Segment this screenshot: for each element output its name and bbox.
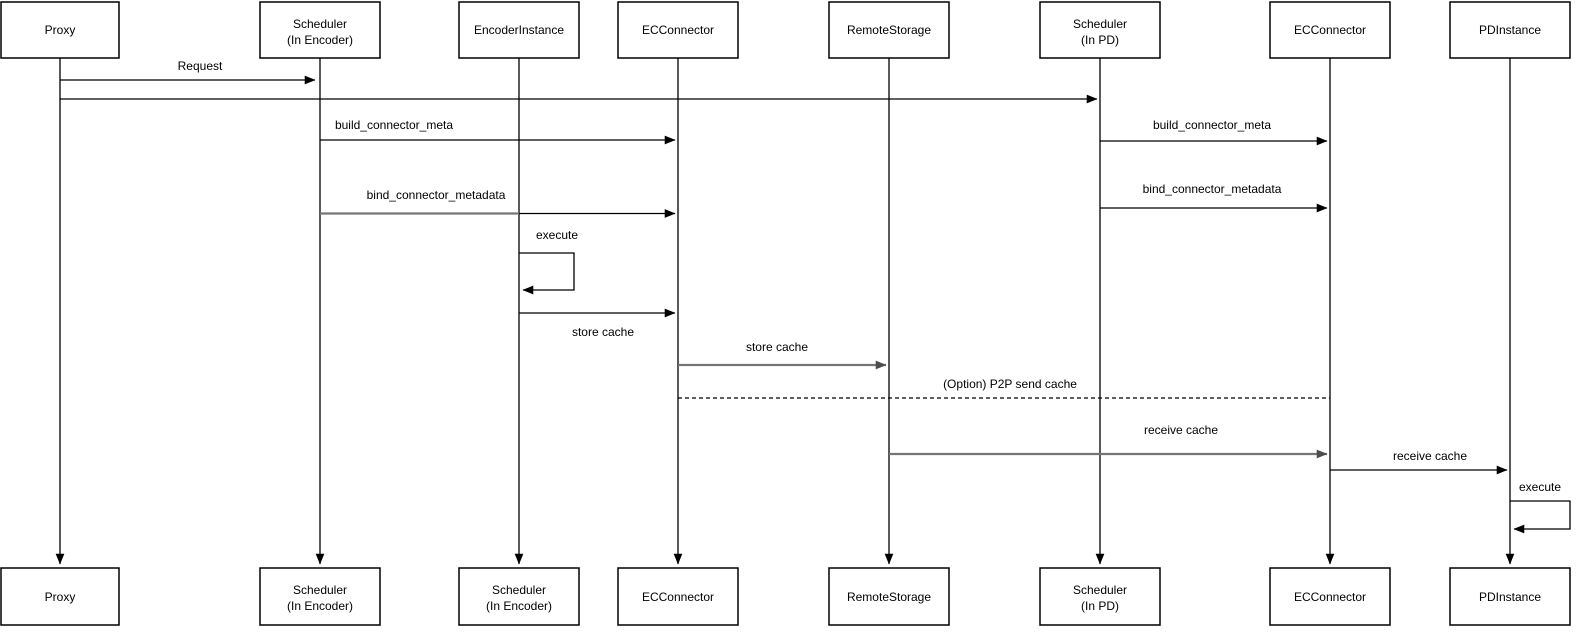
actor-top-ecconnector-encoder: ECConnector xyxy=(617,1,739,59)
actor-bottom-scheduler-encoder-2: Scheduler (In Encoder) xyxy=(458,567,580,626)
actor-bottom-scheduler-pd-box xyxy=(1039,567,1161,626)
actor-top-scheduler-pd: Scheduler (In PD) xyxy=(1039,1,1161,59)
message-bind-connector-metadata-encoder-label: bind_connector_metadata xyxy=(367,188,506,202)
actor-bottom-pdinstance-label: PDInstance xyxy=(1479,590,1541,604)
message-build-connector-meta-encoder-label: build_connector_meta xyxy=(335,118,453,132)
message-receive-cache-pd-label: receive cache xyxy=(1393,449,1467,463)
actor-top-pdinstance: PDInstance xyxy=(1449,1,1571,59)
actor-top-ecconnector-pd-label: ECConnector xyxy=(1294,23,1366,37)
actor-top-scheduler-pd-label-line2: (In PD) xyxy=(1081,33,1119,47)
actor-bottom-remotestorage-box xyxy=(828,567,950,626)
actor-bottom-scheduler-encoder-2-box xyxy=(458,567,580,626)
actor-bottom-scheduler-pd: Scheduler (In PD) xyxy=(1039,567,1161,626)
actor-top-encoder-instance-box xyxy=(458,1,580,59)
message-execute-encoder-selfloop xyxy=(519,252,575,295)
message-execute-pd-selfloop xyxy=(1510,500,1571,534)
actor-bottom-scheduler-encoder-2-label-line1: Scheduler xyxy=(492,583,546,597)
actor-top-pdinstance-box xyxy=(1449,1,1571,59)
actor-top-scheduler-encoder: Scheduler (In Encoder) xyxy=(259,1,381,59)
actor-bottom-ecconnector-pd: ECConnector xyxy=(1269,567,1391,626)
actor-bottom-ecconnector-pd-label: ECConnector xyxy=(1294,590,1366,604)
actor-top-pdinstance-label: PDInstance xyxy=(1479,23,1541,37)
actor-bottom-pdinstance: PDInstance xyxy=(1449,567,1571,626)
message-build-connector-meta-pd-label: build_connector_meta xyxy=(1153,118,1271,132)
actor-bottom-remotestorage: RemoteStorage xyxy=(828,567,950,626)
message-bind-connector-metadata-pd-label: bind_connector_metadata xyxy=(1143,182,1282,196)
actor-top-ecconnector-pd: ECConnector xyxy=(1269,1,1391,59)
actor-top-scheduler-encoder-box xyxy=(259,1,381,59)
message-p2p-send-cache-label: (Option) P2P send cache xyxy=(943,377,1077,391)
actor-top-remotestorage: RemoteStorage xyxy=(828,1,950,59)
message-store-cache-remote-label: store cache xyxy=(746,340,808,354)
actor-bottom-scheduler-pd-label-line1: Scheduler xyxy=(1073,583,1127,597)
actor-top-proxy-box xyxy=(0,1,120,59)
actor-bottom-remotestorage-label: RemoteStorage xyxy=(847,590,931,604)
actor-top-encoder-instance-label: EncoderInstance xyxy=(474,23,564,37)
actor-bottom-proxy-box xyxy=(0,567,120,626)
actor-top-scheduler-encoder-label-line2: (In Encoder) xyxy=(287,33,353,47)
actor-top-ecconnector-encoder-label: ECConnector xyxy=(642,23,714,37)
actor-top-encoder-instance: EncoderInstance xyxy=(458,1,580,59)
actor-bottom-ecconnector-encoder: ECConnector xyxy=(617,567,739,626)
actor-top-proxy: Proxy xyxy=(0,1,120,59)
actor-top-scheduler-encoder-label-line1: Scheduler xyxy=(293,17,347,31)
message-store-cache-encoder-label: store cache xyxy=(572,325,634,339)
actor-bottom-proxy: Proxy xyxy=(0,567,120,626)
actor-bottom-ecconnector-encoder-box xyxy=(617,567,739,626)
actors-top: Proxy Scheduler (In Encoder) EncoderInst… xyxy=(0,1,1571,59)
message-execute-pd-label: execute xyxy=(1519,480,1561,494)
actor-top-scheduler-pd-label-line1: Scheduler xyxy=(1073,17,1127,31)
actor-top-scheduler-pd-box xyxy=(1039,1,1161,59)
actors-bottom: Proxy Scheduler (In Encoder) Scheduler (… xyxy=(0,567,1571,626)
actor-bottom-scheduler-encoder-2-label-line2: (In Encoder) xyxy=(486,599,552,613)
actor-bottom-pdinstance-box xyxy=(1449,567,1571,626)
actor-top-remotestorage-box xyxy=(828,1,950,59)
actor-top-ecconnector-encoder-box xyxy=(617,1,739,59)
actor-top-remotestorage-label: RemoteStorage xyxy=(847,23,931,37)
actor-bottom-proxy-label: Proxy xyxy=(45,590,76,604)
actor-bottom-scheduler-pd-label-line2: (In PD) xyxy=(1081,599,1119,613)
actor-top-ecconnector-pd-box xyxy=(1269,1,1391,59)
lifelines xyxy=(55,58,1515,565)
messages: Request build_connector_meta build_conne… xyxy=(60,59,1571,534)
actor-top-proxy-label: Proxy xyxy=(45,23,76,37)
actor-bottom-scheduler-encoder-1-label-line2: (In Encoder) xyxy=(287,599,353,613)
actor-bottom-ecconnector-encoder-label: ECConnector xyxy=(642,590,714,604)
actor-bottom-scheduler-encoder-1: Scheduler (In Encoder) xyxy=(259,567,381,626)
actor-bottom-scheduler-encoder-1-label-line1: Scheduler xyxy=(293,583,347,597)
message-execute-encoder-label: execute xyxy=(536,228,578,242)
actor-bottom-scheduler-encoder-1-box xyxy=(259,567,381,626)
actor-bottom-ecconnector-pd-box xyxy=(1269,567,1391,626)
message-request-label: Request xyxy=(178,59,223,73)
message-receive-cache-remote-label: receive cache xyxy=(1144,423,1218,437)
